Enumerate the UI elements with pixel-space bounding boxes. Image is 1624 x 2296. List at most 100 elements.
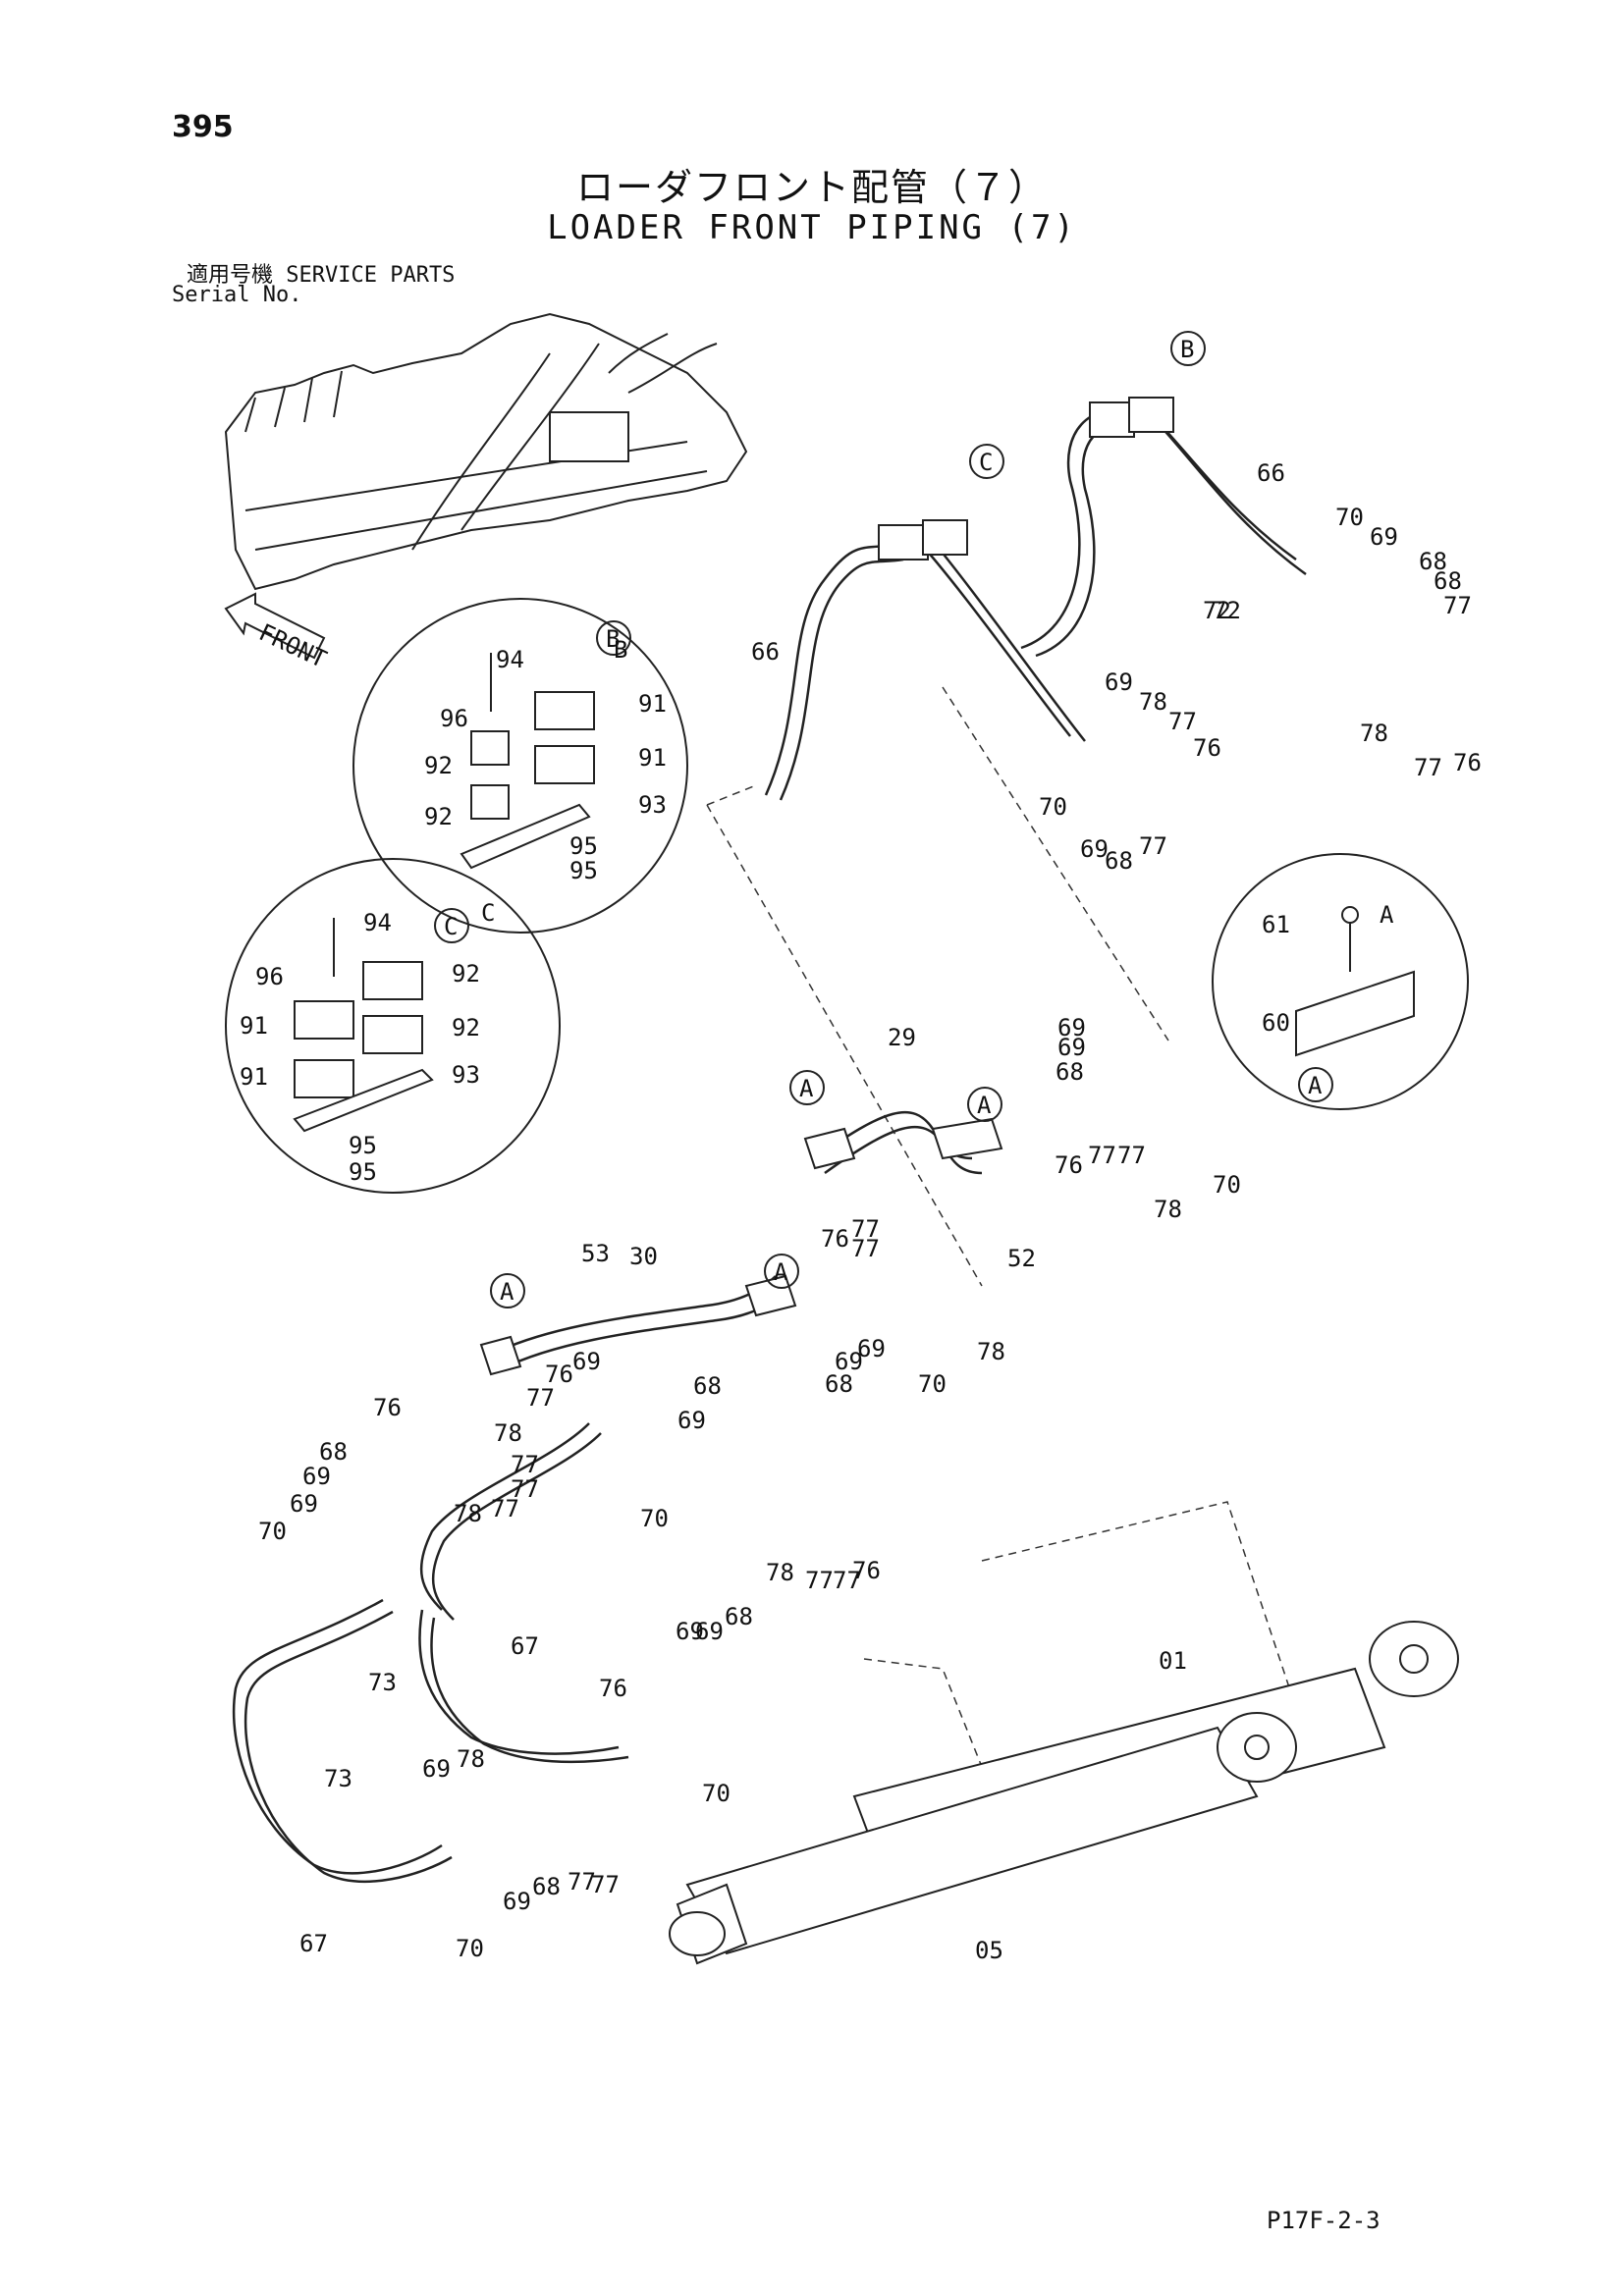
part-number-label: 94 (363, 909, 392, 936)
reference-marker-letter: B (606, 625, 620, 653)
part-number-label: 70 (1335, 504, 1364, 531)
reference-marker-circle (969, 444, 1004, 479)
part-number-label: 77 (851, 1235, 880, 1262)
part-number-label: 92 (424, 752, 453, 779)
part-number-label: 78 (1154, 1196, 1182, 1223)
part-number-label: 77 (1168, 708, 1197, 735)
reference-marker-letter: A (799, 1075, 814, 1102)
applicable-models-label: 適用号機 SERVICE PARTS (187, 263, 456, 288)
part-number-label: 72 (1203, 597, 1231, 624)
detail-c (225, 858, 561, 1194)
part-number-label: 68 (1056, 1058, 1084, 1086)
part-number-label: 76 (599, 1675, 627, 1702)
part-number-label: 69 (676, 1618, 704, 1645)
part-number-label: 69 (302, 1463, 331, 1490)
part-number-label: 95 (569, 857, 598, 884)
part-number-label: 94 (496, 646, 524, 673)
part-number-label: 68 (1419, 548, 1447, 575)
page-number: 395 (172, 110, 234, 144)
part-number-label: 70 (1213, 1171, 1241, 1199)
reference-marker-letter: C (979, 449, 993, 476)
part-number-label: 01 (1159, 1647, 1187, 1675)
part-number-label: 77 (1414, 754, 1442, 781)
reference-marker-letter: A (977, 1092, 992, 1119)
reference-marker-letter: A (500, 1278, 514, 1306)
part-number-label: 69 (1057, 1034, 1086, 1061)
part-number-label: 78 (457, 1745, 485, 1773)
part-number-label: 69 (695, 1618, 724, 1645)
part-number-label: 68 (319, 1438, 348, 1466)
part-number-label: 92 (452, 1014, 480, 1041)
part-number-label: 68 (725, 1603, 753, 1630)
detail-letter-label: C (481, 899, 495, 927)
part-number-label: 77 (491, 1495, 519, 1522)
part-number-label: 69 (1370, 523, 1398, 551)
part-number-label: 30 (629, 1243, 658, 1270)
detail-letter-label: A (1380, 901, 1394, 929)
part-number-label: 60 (1262, 1009, 1290, 1037)
part-number-label: 77 (851, 1215, 880, 1243)
boom-cylinder-05 (669, 1712, 1297, 1965)
front-arrow: FRONT (224, 592, 331, 673)
detail-b (352, 598, 688, 934)
part-number-label: 77 (511, 1475, 539, 1503)
part-number-label: 73 (368, 1669, 397, 1696)
part-number-label: 77 (805, 1567, 834, 1594)
part-number-label: 05 (975, 1937, 1003, 1964)
part-number-label: 93 (452, 1061, 480, 1089)
part-number-label: 70 (918, 1370, 947, 1398)
part-number-label: 91 (638, 744, 667, 772)
part-number-label: 78 (766, 1559, 794, 1586)
part-number-label: 76 (1193, 734, 1221, 762)
figure-code: P17F-2-3 (1267, 2207, 1380, 2234)
part-number-label: 69 (1105, 668, 1133, 696)
reference-marker-letter: C (444, 913, 458, 940)
part-number-label: 66 (751, 638, 780, 666)
reference-marker-letter: A (774, 1258, 788, 1286)
reference-marker-circle (596, 620, 631, 656)
part-number-label: 69 (572, 1348, 601, 1375)
part-number-label: 69 (1057, 1014, 1086, 1041)
part-number-label: 77 (591, 1871, 620, 1898)
part-number-label: 76 (1055, 1151, 1083, 1179)
part-number-label: 69 (835, 1348, 863, 1375)
part-number-label: 70 (1039, 793, 1067, 821)
part-number-label: 69 (503, 1888, 531, 1915)
detail-letter-label: B (614, 636, 627, 664)
part-number-label: 77 (568, 1868, 596, 1896)
part-number-label: 93 (638, 791, 667, 819)
part-number-label: 69 (857, 1335, 886, 1362)
part-number-label: 77 (1088, 1142, 1116, 1169)
loader-overview-illustration (224, 312, 748, 591)
title-english: LOADER FRONT PIPING (7) (547, 208, 1077, 247)
part-number-label: 70 (258, 1518, 287, 1545)
part-number-label: 70 (640, 1505, 669, 1532)
part-number-label: 92 (452, 960, 480, 988)
part-number-label: 72 (1213, 597, 1241, 624)
part-number-label: 67 (511, 1632, 539, 1660)
part-number-label: 95 (349, 1158, 377, 1186)
part-number-label: 52 (1007, 1245, 1036, 1272)
part-number-label: 77 (511, 1451, 539, 1478)
reference-marker-circle (967, 1087, 1002, 1122)
part-number-label: 76 (852, 1557, 881, 1584)
part-number-label: 70 (456, 1935, 484, 1962)
part-number-label: 69 (1080, 835, 1109, 863)
part-number-label: 76 (1453, 749, 1482, 776)
part-number-label: 68 (693, 1372, 722, 1400)
serial-number-label: Serial No. (172, 283, 302, 307)
part-number-label: 69 (290, 1490, 318, 1518)
part-number-label: 91 (240, 1012, 268, 1040)
part-number-label: 91 (638, 690, 667, 718)
part-number-label: 77 (1139, 832, 1167, 860)
part-number-label: 68 (825, 1370, 853, 1398)
part-number-label: 77 (526, 1384, 555, 1412)
part-number-label: 29 (888, 1024, 916, 1051)
part-number-label: 96 (255, 963, 284, 990)
reference-marker-circle (1298, 1067, 1333, 1102)
part-number-label: 69 (422, 1755, 451, 1783)
upper-pipe-assembly (706, 397, 1307, 1287)
